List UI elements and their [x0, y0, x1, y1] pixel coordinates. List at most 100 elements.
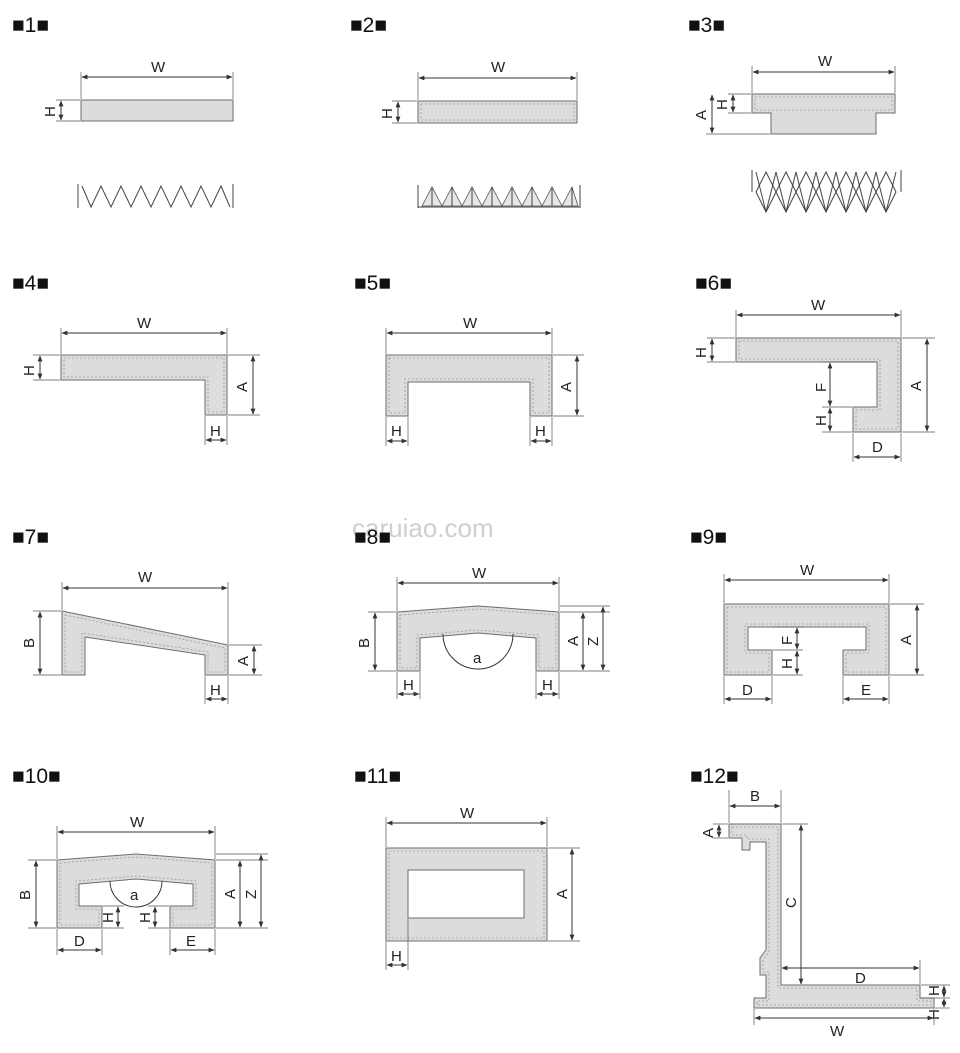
caption-4: ■4■ — [12, 272, 49, 295]
dim-a: A — [908, 381, 925, 391]
profile-6-body — [735, 337, 902, 433]
dim-d: D — [742, 682, 753, 699]
watermark: caruiao.com — [352, 513, 494, 543]
caption-7: ■7■ — [12, 526, 49, 549]
caption-2: ■2■ — [350, 14, 387, 37]
pleat-zigzag-3 — [751, 170, 902, 214]
arc-a — [109, 880, 163, 908]
profile-2: ■2■ W H — [350, 14, 581, 208]
dim-arc: a — [473, 650, 482, 667]
dim-w: W — [138, 569, 153, 586]
profile-1: ■1■ W H — [12, 14, 234, 209]
dim-h1: H — [391, 423, 402, 440]
dim-b: B — [17, 890, 34, 900]
caption-6: ■6■ — [695, 272, 732, 295]
dim-w: W — [472, 565, 487, 582]
profile-5: ■5■ W A H H — [354, 272, 584, 446]
dim-w: W — [811, 297, 826, 314]
dim-h: H — [714, 99, 731, 110]
dim-h2: H — [210, 423, 221, 440]
caption-9: ■9■ — [690, 526, 727, 549]
dim-c: C — [783, 897, 800, 908]
dim-h1: H — [693, 347, 710, 358]
profile-1-body — [80, 99, 234, 122]
caption-11: ■11■ — [354, 765, 401, 788]
dim-w: W — [800, 562, 815, 579]
profile-3-body — [751, 93, 896, 135]
dim-a: A — [554, 889, 571, 899]
profile-12-body — [728, 823, 935, 1009]
dim-h2: H — [813, 415, 830, 426]
dim-e: E — [861, 682, 871, 699]
dim-w: W — [491, 59, 506, 76]
dim-d: D — [74, 933, 85, 950]
dim-z: Z — [585, 637, 602, 646]
dim-h1: H — [21, 365, 38, 376]
profile-7-body — [61, 610, 229, 676]
dim-b: B — [21, 638, 38, 648]
dim-w: W — [151, 59, 166, 76]
dim-e: E — [186, 933, 196, 950]
dim-b: B — [356, 638, 373, 648]
dim-h: H — [779, 658, 796, 669]
dim-f: F — [779, 636, 796, 645]
profile-8-body — [396, 605, 560, 672]
profile-11-window — [407, 869, 525, 919]
profile-2-body — [417, 100, 578, 124]
profile-9: ■9■ W A F H D E — [690, 526, 924, 704]
caption-1: ■1■ — [12, 14, 49, 37]
caption-5: ■5■ — [354, 272, 391, 295]
caption-12: ■12■ — [690, 765, 739, 788]
dim-w: W — [130, 814, 145, 831]
profile-9-body — [723, 603, 890, 676]
dim-a: A — [234, 382, 251, 392]
profile-7: ■7■ W B A H — [12, 526, 262, 704]
profile-4-body — [60, 354, 228, 416]
dim-w: W — [137, 315, 152, 332]
dim-h2: H — [535, 423, 546, 440]
dim-a: A — [693, 110, 710, 120]
dim-h2: H — [542, 677, 553, 694]
dim-w: W — [830, 1023, 845, 1040]
dim-h: H — [391, 948, 402, 965]
dim-f: F — [813, 383, 830, 392]
caption-8: ■8■ — [354, 526, 391, 549]
dim-a: A — [235, 656, 252, 666]
pleat-zigzag-1 — [77, 184, 234, 209]
pleat-zigzag-2 — [417, 185, 581, 208]
caption-10: ■10■ — [12, 765, 61, 788]
dim-a: A — [558, 382, 575, 392]
caption-3: ■3■ — [688, 14, 725, 37]
dim-h1: H — [403, 677, 414, 694]
dim-h: H — [210, 682, 221, 699]
profile-3: ■3■ W H A — [688, 14, 902, 214]
profile-11: ■11■ W A H — [354, 765, 580, 970]
dim-d: D — [872, 439, 883, 456]
profile-10-body — [56, 853, 216, 929]
dim-d: D — [855, 970, 866, 987]
dim-arc: a — [130, 887, 139, 904]
arc-a — [442, 633, 514, 670]
dim-h2: H — [926, 1009, 943, 1020]
dim-b: B — [750, 788, 760, 805]
profile-5-body — [385, 354, 553, 417]
dim-h1: H — [926, 985, 943, 996]
profile-12: ■12■ B A C D H H W — [690, 765, 950, 1040]
dim-h1: H — [100, 912, 117, 923]
dim-z: Z — [243, 890, 260, 899]
profile-10: ■10■ a W B A Z H H D E — [12, 765, 268, 955]
dim-a: A — [700, 828, 717, 838]
profile-8: ■8■ a W B A Z H H — [354, 526, 610, 699]
dim-h: H — [379, 108, 396, 119]
dim-w: W — [463, 315, 478, 332]
dim-w: W — [818, 53, 833, 70]
profile-4: ■4■ W H A H — [12, 272, 260, 445]
dim-h: H — [42, 106, 59, 117]
dim-a: A — [898, 635, 915, 645]
dim-a: A — [222, 889, 239, 899]
dim-w: W — [460, 805, 475, 822]
dim-a: A — [565, 636, 582, 646]
profile-6: ■6■ W H A F H D — [693, 272, 935, 462]
dim-h2: H — [137, 912, 154, 923]
